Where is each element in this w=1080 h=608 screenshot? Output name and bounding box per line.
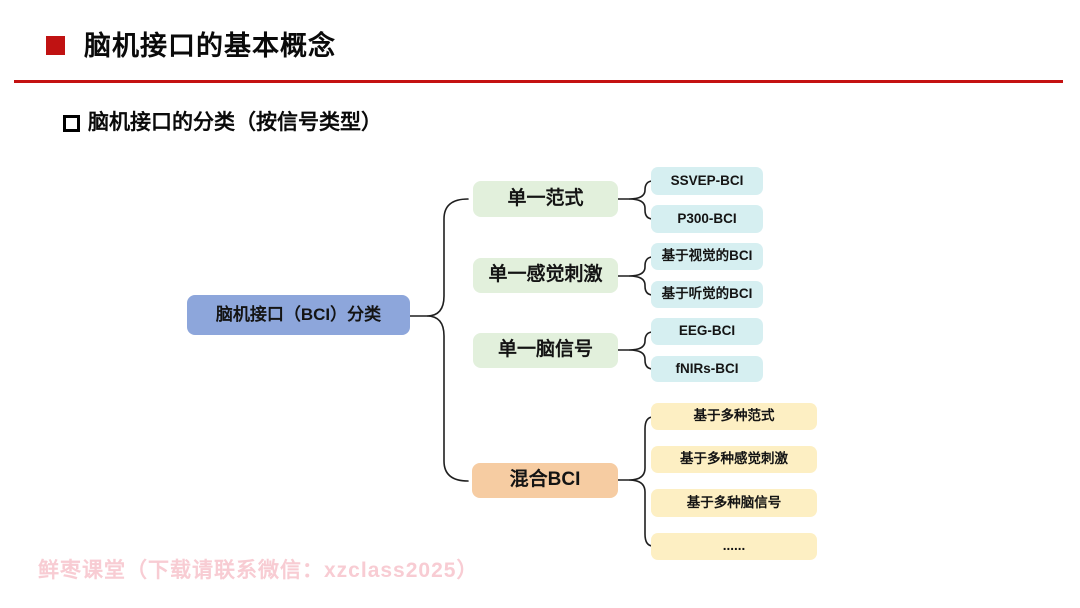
watermark: 鲜枣课堂（下载请联系微信：xzclass2025）	[38, 559, 479, 582]
tree-node-branch-single-paradigm: 单一范式	[473, 181, 618, 217]
title-bullet-square-icon	[46, 36, 65, 55]
tree-node-branch-single-sensory-stimulus: 单一感觉刺激	[473, 258, 618, 293]
tree-leaf-p300-bci: P300-BCI	[651, 205, 763, 233]
tree-leaf-multi-brain-signal: 基于多种脑信号	[651, 489, 817, 517]
tree-leaf-ssvep-bci: SSVEP-BCI	[651, 167, 763, 195]
title-underline	[14, 80, 1063, 83]
tree-leaf-visual-bci: 基于视觉的BCI	[651, 243, 763, 270]
tree-leaf-eeg-bci: EEG-BCI	[651, 318, 763, 345]
tree-leaf-ellipsis: ......	[651, 533, 817, 560]
section-subtitle: 脑机接口的分类（按信号类型）	[88, 111, 382, 134]
page-title: 脑机接口的基本概念	[84, 31, 336, 61]
tree-leaf-multi-sensory-stimulus: 基于多种感觉刺激	[651, 446, 817, 473]
tree-node-root: 脑机接口（BCI）分类	[187, 295, 410, 335]
tree-leaf-auditory-bci: 基于听觉的BCI	[651, 281, 763, 308]
tree-node-branch-single-brain-signal: 单一脑信号	[473, 333, 618, 368]
tree-leaf-multi-paradigm: 基于多种范式	[651, 403, 817, 430]
tree-leaf-fnirs-bci: fNIRs-BCI	[651, 356, 763, 382]
tree-node-branch-hybrid-bci: 混合BCI	[472, 463, 618, 498]
subtitle-bullet-square-icon	[63, 115, 80, 132]
